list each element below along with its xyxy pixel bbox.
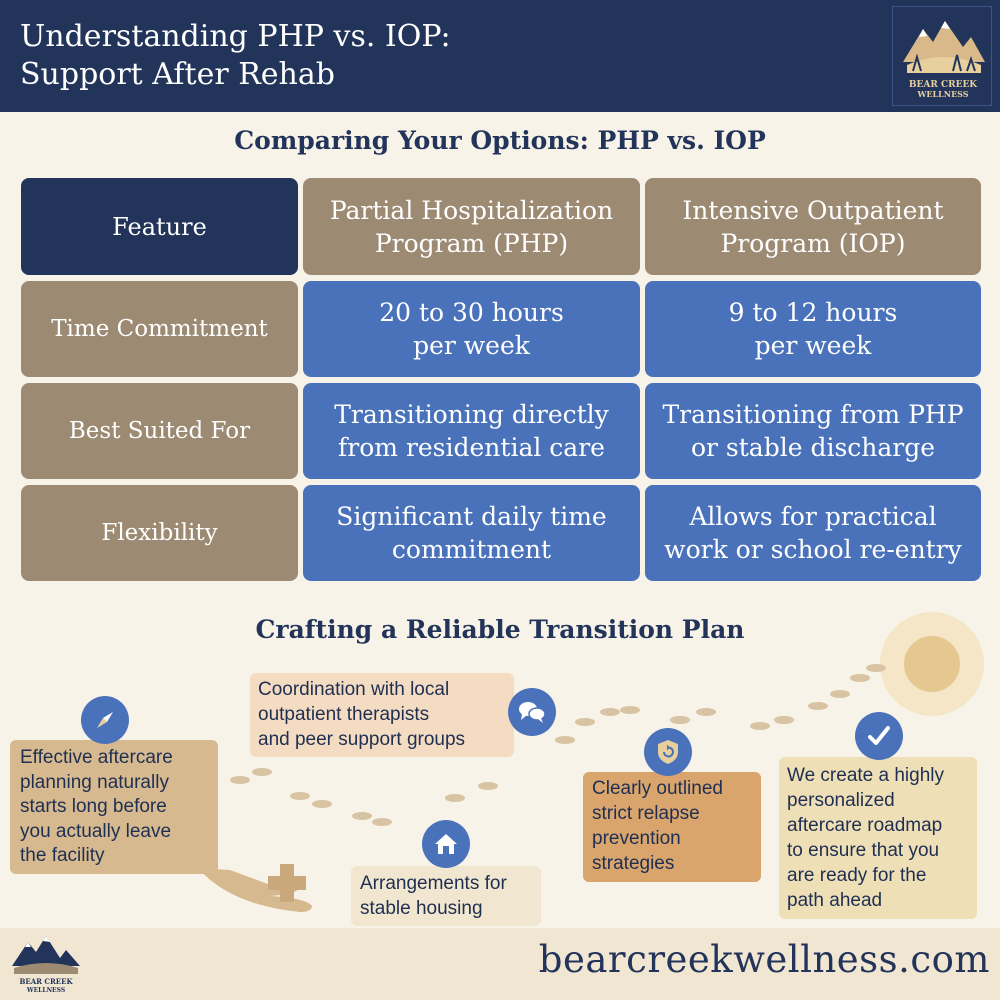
page-title-line-1: Understanding PHP vs. IOP: xyxy=(20,19,451,54)
website-url[interactable]: bearcreekwellness.com xyxy=(538,938,990,981)
chat-bubbles-icon xyxy=(508,688,556,736)
house-icon xyxy=(422,820,470,868)
note-line: starts long before xyxy=(20,796,167,817)
table-row-flex-iop: Allows for practical work or school re-e… xyxy=(645,485,981,581)
iop-header-line-2: Program (IOP) xyxy=(720,228,906,258)
table-row-time-feature: Time Commitment xyxy=(21,281,298,377)
note-line: We create a highly xyxy=(787,765,945,786)
cell-text-line: from residential care xyxy=(338,433,605,462)
header-banner: Understanding PHP vs. IOP: Support After… xyxy=(0,0,1000,112)
php-header-line-1: Partial Hospitalization xyxy=(329,195,614,225)
path-illustration xyxy=(198,612,984,912)
note-line: to ensure that you xyxy=(787,840,940,861)
table-row-suited-php: Transitioning directly from residential … xyxy=(303,383,640,479)
note-line: aftercare roadmap xyxy=(787,815,943,836)
table-header-iop: Intensive Outpatient Program (IOP) xyxy=(645,178,981,275)
transition-title: Crafting a Reliable Transition Plan xyxy=(255,615,745,644)
row-feature-label: Time Commitment xyxy=(51,316,268,342)
table-header-php: Partial Hospitalization Program (PHP) xyxy=(303,178,640,275)
note-line: strategies xyxy=(592,853,675,874)
table-row-time-php: 20 to 30 hours per week xyxy=(303,281,640,377)
cell-text-line: 20 to 30 hours xyxy=(379,298,564,327)
cell-text-line: Transitioning from PHP xyxy=(662,400,964,429)
row-feature-label: Best Suited For xyxy=(68,418,251,444)
cell-text-line: per week xyxy=(413,331,530,360)
note-line: Effective aftercare xyxy=(20,747,173,768)
note-line: the facility xyxy=(20,845,105,866)
shield-refresh-icon xyxy=(644,728,692,776)
header-logo-text-1: BEAR CREEK xyxy=(909,80,978,90)
header-logo: BEAR CREEK WELLNESS xyxy=(892,6,992,106)
cell-text-line: or stable discharge xyxy=(690,433,936,462)
note-line: Clearly outlined xyxy=(592,778,723,799)
note-relapse: Clearly outlined strict relapse preventi… xyxy=(583,772,761,882)
table-row-suited-iop: Transitioning from PHP or stable dischar… xyxy=(645,383,981,479)
cell-text-line: work or school re-entry xyxy=(664,535,962,564)
note-line: planning naturally xyxy=(20,771,169,793)
note-line: prevention xyxy=(592,828,681,849)
note-line: personalized xyxy=(787,790,895,811)
table-row-suited-feature: Best Suited For xyxy=(21,383,298,479)
footprints-icon xyxy=(230,664,886,826)
row-feature-label: Flexibility xyxy=(101,520,218,546)
note-line: path ahead xyxy=(787,890,883,911)
note-line: Coordination with local xyxy=(258,679,450,700)
page-title: Understanding PHP vs. IOP: Support After… xyxy=(20,18,451,94)
footer-logo-text-1: BEAR CREEK xyxy=(19,977,73,986)
page-title-line-2: Support After Rehab xyxy=(20,57,335,92)
note-housing: Arrangements for stable housing xyxy=(351,866,541,926)
checkmark-icon xyxy=(855,712,903,760)
cell-text-line: Transitioning directly xyxy=(334,400,609,429)
php-header-line-2: Program (PHP) xyxy=(374,228,569,258)
table-row-time-iop: 9 to 12 hours per week xyxy=(645,281,981,377)
table-row-flex-php: Significant daily time commitment xyxy=(303,485,640,581)
note-roadmap: We create a highly personalized aftercar… xyxy=(779,757,977,919)
compass-icon xyxy=(81,696,129,744)
table-row-flex-feature: Flexibility xyxy=(21,485,298,581)
feature-header-label: Feature xyxy=(112,212,207,241)
cell-text-line: Allows for practical xyxy=(689,502,937,531)
note-line: stable housing xyxy=(360,898,483,919)
note-line: and peer support groups xyxy=(258,729,466,750)
mountain-logo-icon: BEAR CREEK WELLNESS xyxy=(903,21,985,99)
cell-text-line: Significant daily time xyxy=(336,502,607,531)
footer-bar xyxy=(0,928,1000,1000)
header-logo-text-2: WELLNESS xyxy=(916,89,968,99)
footer-mountain-logo-icon: BEAR CREEK WELLNESS xyxy=(12,936,80,994)
footer-logo-text-2: WELLNESS xyxy=(26,987,65,994)
note-line: strict relapse xyxy=(592,803,700,824)
footer-logo: BEAR CREEK WELLNESS xyxy=(6,930,86,996)
cell-text-line: per week xyxy=(754,331,872,360)
sun-icon xyxy=(880,612,984,716)
note-line: outpatient therapists xyxy=(258,704,430,725)
note-line: are ready for the xyxy=(787,865,927,886)
iop-header-line-1: Intensive Outpatient xyxy=(682,195,944,225)
cell-text-line: commitment xyxy=(391,535,552,564)
medical-cross-icon xyxy=(268,864,306,902)
table-header-feature: Feature xyxy=(21,178,298,275)
note-coordination: Coordination with local outpatient thera… xyxy=(250,673,514,757)
note-planning: Effective aftercare planning naturally s… xyxy=(10,740,218,874)
comparison-title: Comparing Your Options: PHP vs. IOP xyxy=(234,126,766,155)
note-line: you actually leave xyxy=(20,820,172,842)
cell-text-line: 9 to 12 hours xyxy=(728,298,898,327)
note-line: Arrangements for xyxy=(360,873,507,894)
